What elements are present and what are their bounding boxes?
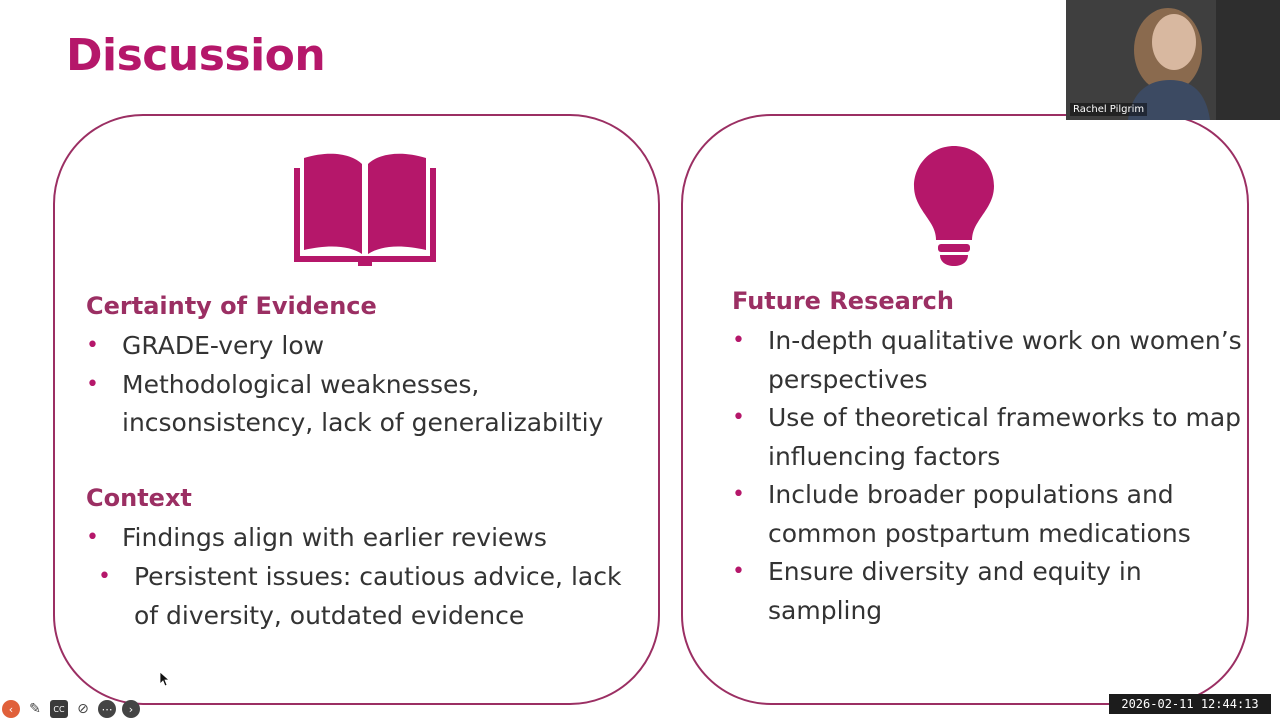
certainty-bullet-list: GRADE-very low Methodological weaknesses… xyxy=(86,327,652,443)
participant-silhouette xyxy=(1066,0,1280,120)
list-item: Persistent issues: cautious advice, lack… xyxy=(86,558,652,635)
future-research-bullet-list: In-depth qualitative work on women’s per… xyxy=(732,322,1242,630)
list-item: Ensure diversity and equity in sampling xyxy=(732,553,1242,630)
lightbulb-icon xyxy=(914,146,994,266)
participant-name: Rachel Pilgrim xyxy=(1070,103,1148,116)
slide-title: Discussion xyxy=(66,30,326,81)
more-icon[interactable]: ⋯ xyxy=(98,700,116,718)
pen-icon[interactable]: ✎ xyxy=(29,701,41,717)
future-research-heading: Future Research xyxy=(732,287,954,315)
forward-icon[interactable]: › xyxy=(122,700,140,718)
list-item: Include broader populations and common p… xyxy=(732,476,1242,553)
camera-off-icon[interactable]: ⊘ xyxy=(77,701,89,717)
context-bullet-list: Findings align with earlier reviews xyxy=(86,519,652,558)
participant-video[interactable]: Rachel Pilgrim xyxy=(1066,0,1280,120)
recording-timestamp: 2026-02-11 12:44:13 xyxy=(1109,694,1271,714)
list-item: Methodological weaknesses, incsonsistenc… xyxy=(86,366,652,443)
book-icon xyxy=(294,153,436,266)
context-sub-bullet-list: Persistent issues: cautious advice, lack… xyxy=(86,558,652,635)
presentation-toolbar: ‹ ✎ CC ⊘ ⋯ › xyxy=(2,700,140,718)
list-item: Findings align with earlier reviews xyxy=(86,519,652,558)
list-item: GRADE-very low xyxy=(86,327,652,366)
list-item: Use of theoretical frameworks to map inf… xyxy=(732,399,1242,476)
captions-icon[interactable]: CC xyxy=(50,700,68,718)
list-item: In-depth qualitative work on women’s per… xyxy=(732,322,1242,399)
mouse-cursor-icon xyxy=(160,672,170,686)
back-icon[interactable]: ‹ xyxy=(2,700,20,718)
certainty-heading: Certainty of Evidence xyxy=(86,292,377,320)
context-heading: Context xyxy=(86,484,192,512)
